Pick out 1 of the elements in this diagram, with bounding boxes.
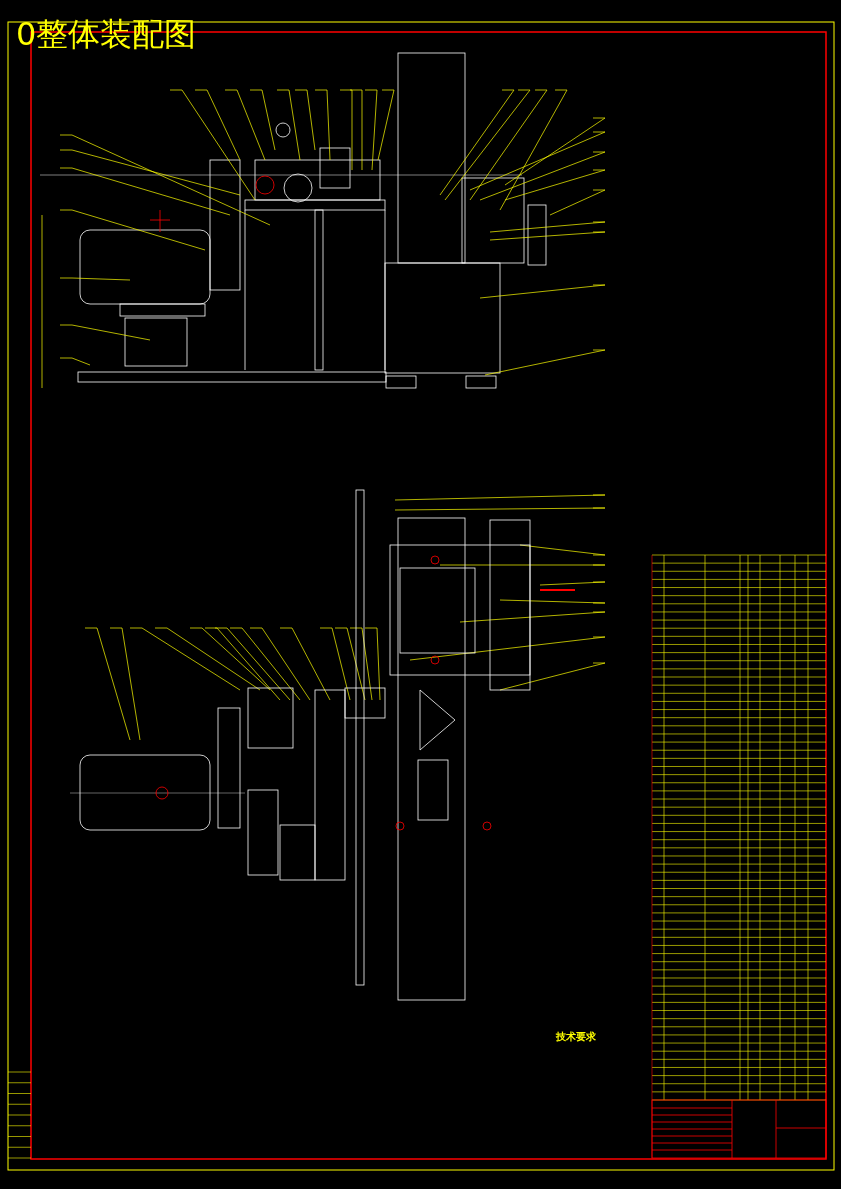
note-heading: 技术要求: [556, 1030, 596, 1044]
